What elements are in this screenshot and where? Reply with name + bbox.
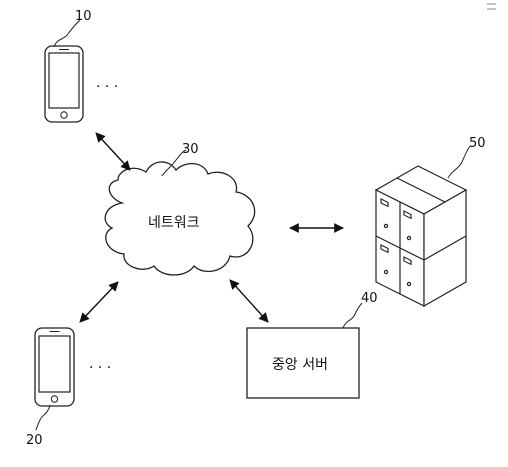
- leader-20: [35, 404, 51, 431]
- ellipsis-bottom: · · ·: [89, 360, 111, 376]
- arrow-phone10-network: [95, 132, 131, 171]
- leader-40: [342, 302, 363, 329]
- network-cloud: [104, 161, 256, 276]
- central-server-label: 중앙 서버: [272, 357, 328, 373]
- ellipsis-top: · · ·: [96, 79, 118, 95]
- arrow-network-server: [229, 279, 269, 323]
- arrow-phone20-network: [79, 281, 119, 323]
- ref-label-10: 10: [75, 9, 92, 24]
- storage-rack: [374, 165, 468, 308]
- corner-mark: [487, 3, 496, 10]
- ref-label-20: 20: [26, 433, 43, 448]
- network-label: 네트워크: [148, 215, 200, 231]
- central-server-box: [246, 327, 360, 399]
- ref-label-50: 50: [469, 136, 486, 151]
- leader-30: [161, 149, 187, 177]
- ref-label-40: 40: [361, 291, 378, 306]
- ref-label-30: 30: [182, 142, 199, 157]
- leader-10: [53, 19, 81, 48]
- phone-10: [44, 45, 84, 123]
- leader-50: [447, 145, 471, 179]
- phone-20: [34, 327, 75, 407]
